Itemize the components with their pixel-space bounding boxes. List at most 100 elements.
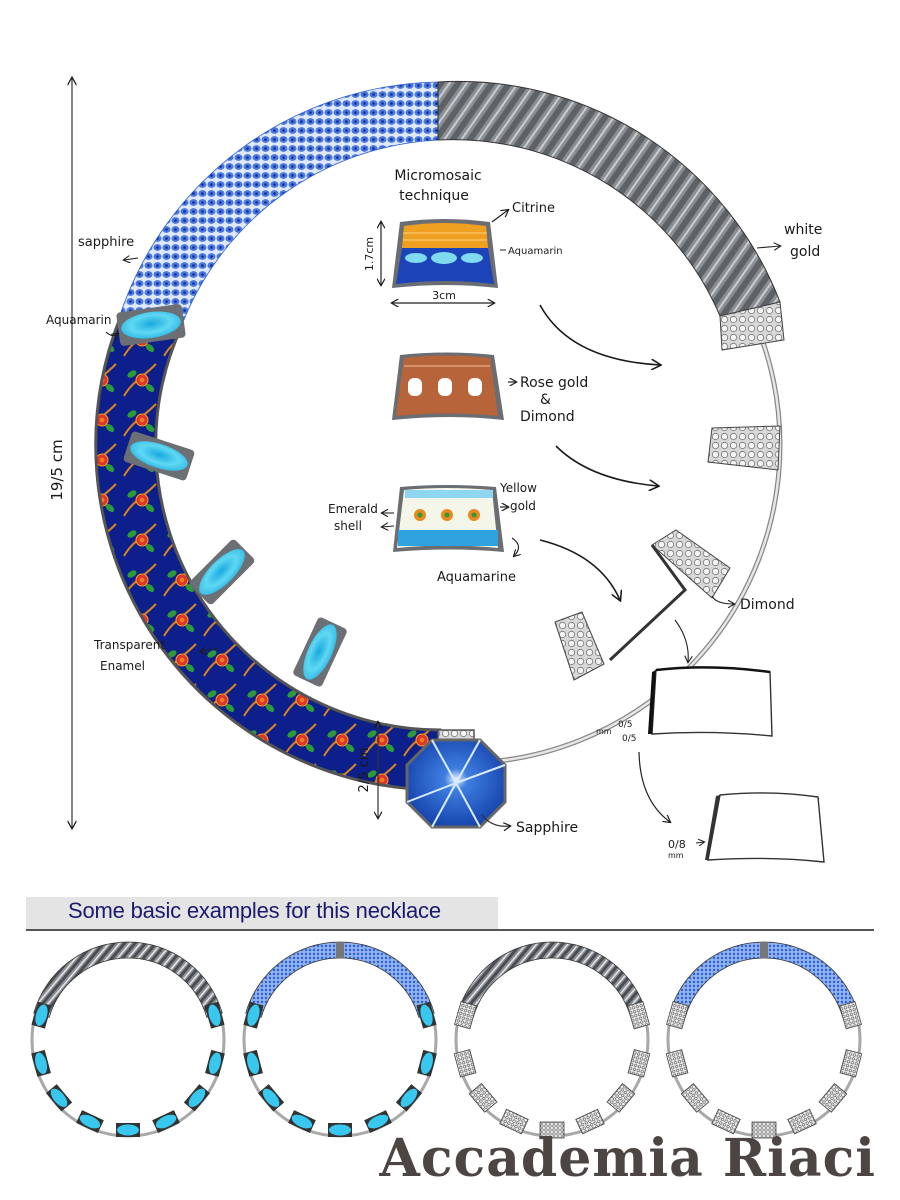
micromosaic-panel-rose-gold bbox=[392, 352, 504, 420]
diamond-block bbox=[665, 1000, 689, 1030]
diamond-block bbox=[606, 1082, 636, 1113]
aquamarine-stone bbox=[291, 1114, 313, 1129]
label-aquamarin-panel: Aquamarin bbox=[508, 246, 563, 257]
diamond-block bbox=[751, 1121, 777, 1139]
label-dimond-right: Dimond bbox=[740, 597, 795, 613]
thickness-c-unit-label: mm bbox=[668, 851, 684, 860]
aquamarine-stones bbox=[116, 304, 347, 687]
panel-height-label: 1.7cm bbox=[363, 237, 376, 271]
diamond-block bbox=[627, 1000, 651, 1030]
aquamarine-stone bbox=[121, 311, 181, 339]
aquamarine-stone bbox=[130, 441, 188, 471]
diamond-block-3 bbox=[651, 529, 731, 599]
label-white: white bbox=[784, 222, 822, 238]
diamond-block bbox=[680, 1082, 710, 1113]
label-white-gold: gold bbox=[790, 244, 820, 260]
diamond-block bbox=[575, 1108, 605, 1135]
thickness-b-label: 0/5 bbox=[622, 734, 636, 744]
label-yellow: Yellow bbox=[499, 481, 537, 495]
aquamarine-stone bbox=[79, 1114, 101, 1129]
diamond-block bbox=[787, 1108, 817, 1135]
aquamarine-stone bbox=[303, 624, 337, 680]
profile-block-small bbox=[705, 792, 825, 863]
label-rose-gold-dimond: Dimond bbox=[520, 409, 575, 425]
micromosaic-title-line1: Micromosaic bbox=[394, 168, 481, 184]
aquamarine-stone bbox=[400, 1088, 418, 1107]
label-rose-gold: Rose gold bbox=[520, 375, 588, 391]
aquamarine-stone bbox=[420, 1004, 433, 1026]
diamond-block bbox=[665, 1049, 689, 1078]
arrow-to-thin-profile bbox=[638, 751, 670, 822]
diamond-block bbox=[453, 1049, 477, 1078]
example-necklace-sapphire-diamond bbox=[665, 941, 863, 1139]
aquamarine-stone bbox=[208, 1052, 221, 1075]
panel-width-label: 3cm bbox=[432, 289, 456, 302]
aquamarine-stone bbox=[208, 1004, 221, 1026]
diamond-block-4 bbox=[554, 611, 605, 681]
micromosaic-panel-yellow-gold bbox=[393, 485, 504, 552]
section-heading: Some basic examples for this necklace bbox=[68, 898, 441, 923]
aquamarine-stone bbox=[367, 1114, 389, 1129]
label-yellow-gold: gold bbox=[510, 499, 536, 513]
example-necklace-white-gold-aquamarine bbox=[30, 941, 226, 1138]
thickness-unit-label: mm bbox=[596, 727, 612, 736]
label-aquamarin-left: Aquamarin bbox=[46, 313, 112, 327]
aquamarine-stone bbox=[155, 1114, 177, 1129]
diamond-block bbox=[818, 1082, 848, 1113]
aquamarine-stone bbox=[420, 1052, 433, 1075]
label-citrine: Citrine bbox=[512, 201, 555, 216]
label-transparent: Transparent bbox=[93, 638, 165, 652]
center-clasp bbox=[760, 942, 768, 958]
label-sapphire-chain: sapphire bbox=[78, 235, 134, 250]
diamond-block bbox=[839, 1049, 863, 1078]
pendant-height-label: 2/5 cm bbox=[357, 748, 372, 793]
diamond-block bbox=[539, 1121, 565, 1139]
diamond-block-2 bbox=[707, 425, 781, 471]
micromosaic-panel-citrine bbox=[392, 219, 498, 288]
aquamarine-stone bbox=[35, 1004, 48, 1026]
aquamarine-stone bbox=[50, 1088, 68, 1107]
aquamarine-stone bbox=[329, 1124, 351, 1136]
diamond-block bbox=[499, 1108, 529, 1135]
aquamarine-stone bbox=[247, 1052, 260, 1075]
example-necklace-sapphire-aquamarine bbox=[242, 941, 438, 1138]
aquamarine-stone bbox=[262, 1088, 280, 1107]
brand-logo: Accademia Riaci bbox=[379, 1128, 876, 1189]
sapphire-chain-arc bbox=[245, 941, 435, 1018]
arrow-panel3-to-ring bbox=[539, 539, 620, 600]
white-gold-chain-arc bbox=[33, 941, 223, 1018]
necklace-examples bbox=[30, 941, 863, 1139]
sapphire-chain-segment bbox=[119, 81, 439, 331]
thickness-a-label: 0/5 bbox=[618, 720, 632, 730]
diamond-block-1 bbox=[719, 301, 785, 351]
aquamarine-stone bbox=[247, 1004, 260, 1026]
section-heading-banner bbox=[26, 897, 498, 929]
diamond-block bbox=[468, 1082, 498, 1113]
profile-block-large bbox=[648, 666, 773, 737]
arrow-to-profile-block bbox=[674, 619, 688, 662]
label-rose-gold-and: & bbox=[540, 392, 551, 408]
diamond-block bbox=[627, 1049, 651, 1078]
enamel-band bbox=[94, 316, 442, 792]
aquamarine-stone bbox=[35, 1052, 48, 1075]
aquamarine-stone bbox=[188, 1088, 206, 1107]
label-enamel: Enamel bbox=[100, 659, 145, 673]
arrow-panel1-to-ring bbox=[539, 304, 660, 365]
section-divider bbox=[26, 929, 874, 931]
label-aquamarine-panel3: Aquamarine bbox=[437, 570, 516, 585]
label-shell: shell bbox=[334, 519, 362, 533]
aquamarine-stone bbox=[117, 1124, 139, 1136]
label-emerald: Emerald bbox=[328, 502, 378, 516]
thickness-c-label: 0/8 bbox=[668, 838, 686, 851]
micromosaic-title-line2: technique bbox=[399, 188, 469, 204]
label-sapphire-pendant: Sapphire bbox=[516, 820, 578, 836]
arrow-panel2-to-ring bbox=[555, 445, 658, 486]
white-gold-chain-arc bbox=[457, 941, 647, 1018]
diamond-block bbox=[711, 1108, 741, 1135]
center-clasp bbox=[336, 942, 344, 958]
example-necklace-white-gold-diamond bbox=[453, 941, 651, 1139]
diamond-block bbox=[453, 1000, 477, 1030]
aquamarine-stone bbox=[199, 549, 245, 595]
diamond-block bbox=[839, 1000, 863, 1030]
total-length-label: 19/5 cm bbox=[48, 439, 66, 500]
